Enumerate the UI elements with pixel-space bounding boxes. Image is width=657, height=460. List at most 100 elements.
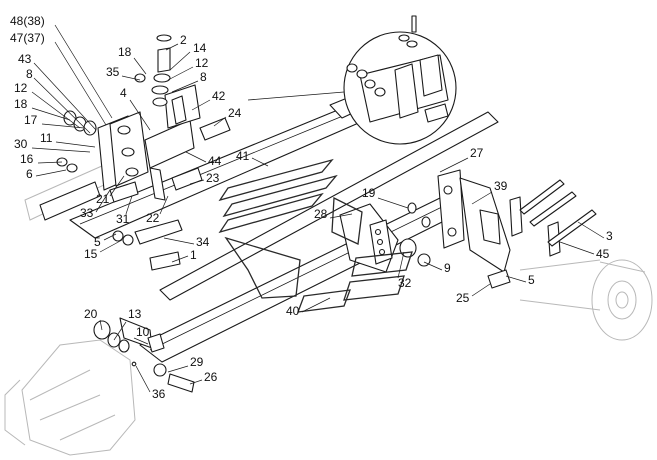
- callout-number: 13: [128, 307, 142, 321]
- leader-line: [129, 99, 151, 131]
- leader-line: [159, 195, 169, 215]
- leader-line: [113, 321, 127, 341]
- callout-number: 17: [24, 113, 38, 127]
- callout-number: 21: [96, 192, 110, 206]
- callout-number: 12: [14, 81, 28, 95]
- leader-line: [171, 255, 189, 263]
- top-bracket: [151, 34, 201, 129]
- leader-line: [301, 297, 331, 313]
- callout-number: 19: [362, 186, 376, 200]
- callout-number: 34: [196, 235, 210, 249]
- leader-line: [471, 191, 493, 205]
- leader-line: [133, 57, 147, 75]
- callout-number: 41: [236, 149, 250, 163]
- leader-line: [54, 41, 107, 126]
- leader-line: [33, 62, 97, 131]
- leader-line: [559, 241, 595, 255]
- callout-number: 36: [152, 387, 166, 401]
- leader-line: [31, 91, 81, 129]
- callout-number: 30: [14, 137, 28, 151]
- callout-number: 9: [444, 261, 451, 275]
- leader-line: [423, 261, 443, 271]
- callout-number: 8: [200, 70, 207, 84]
- leader-line: [35, 169, 67, 177]
- callout-number: 47(37): [10, 31, 45, 45]
- leader-line: [33, 77, 91, 134]
- leader-line: [577, 221, 605, 239]
- leader-line: [37, 161, 63, 164]
- leader-line: [505, 275, 527, 283]
- leader-line: [31, 147, 91, 153]
- leader-line: [189, 379, 203, 385]
- callout-number: 1: [190, 248, 197, 262]
- leader-line: [471, 283, 491, 297]
- leader-line: [171, 80, 199, 93]
- leader-line: [377, 197, 409, 209]
- callout-number: 12: [195, 56, 209, 70]
- callout-number: 45: [596, 247, 610, 261]
- callout-number: 4: [120, 86, 127, 100]
- callout-number: 2: [180, 33, 187, 47]
- callout-number: 24: [228, 106, 242, 120]
- right-mounting-plate: [437, 169, 597, 289]
- callout-number: 16: [20, 152, 34, 166]
- callout-number: 20: [84, 307, 98, 321]
- callout-number: 35: [106, 65, 120, 79]
- callout-number: 39: [494, 179, 508, 193]
- callout-number: 28: [314, 207, 328, 221]
- detail-inset: [247, 15, 457, 145]
- leader-line: [167, 365, 189, 373]
- callout-number: 44: [208, 154, 222, 168]
- callout-number: 8: [26, 67, 33, 81]
- callout-number: 27: [470, 146, 484, 160]
- callout-number: 23: [206, 171, 220, 185]
- callout-number: 31: [116, 212, 130, 226]
- leader-line: [439, 157, 469, 173]
- leader-line: [135, 365, 151, 393]
- ghost-axle-hub-right: [519, 259, 653, 341]
- leader-line: [31, 107, 71, 121]
- callout-number: 5: [528, 273, 535, 287]
- callout-number: 32: [398, 276, 412, 290]
- leader-line: [329, 213, 353, 219]
- leader-line: [167, 66, 194, 81]
- callout-number: 14: [193, 41, 207, 55]
- callout-number: 43: [18, 52, 32, 66]
- leader-line: [185, 151, 207, 163]
- leader-line: [191, 99, 211, 111]
- callout-number: 10: [136, 325, 150, 339]
- leader-line: [95, 189, 111, 213]
- leader-line: [99, 239, 123, 253]
- callout-number: 3: [606, 229, 613, 243]
- leader-line: [189, 179, 205, 185]
- callout-number: 11: [40, 131, 53, 145]
- callout-number: 33: [80, 206, 94, 220]
- leader-line: [103, 233, 117, 241]
- leader-line: [41, 123, 85, 129]
- pins: [109, 117, 231, 271]
- leader-line: [213, 116, 227, 127]
- callout-number: 22: [146, 211, 160, 225]
- leader-line: [121, 75, 141, 81]
- callout-number: 26: [204, 370, 218, 384]
- callout-number: 48(38): [10, 14, 45, 28]
- leader-line: [251, 157, 269, 167]
- callout-number: 42: [212, 89, 226, 103]
- leader-line: [109, 175, 125, 197]
- ghost-chassis-left: [4, 339, 136, 456]
- left-side-plate-assembly: [39, 111, 195, 245]
- leader-line: [397, 251, 405, 279]
- callout-number: 18: [14, 97, 28, 111]
- diagonal-rod: [159, 111, 499, 301]
- leader-line: [169, 51, 191, 71]
- callout-number: 6: [26, 167, 33, 181]
- leader-line: [125, 195, 133, 215]
- callout-number: 29: [190, 355, 204, 369]
- callout-number: 40: [286, 304, 300, 318]
- leader-line: [99, 319, 103, 331]
- watermark-logo: [218, 158, 413, 313]
- leader-line: [55, 141, 96, 148]
